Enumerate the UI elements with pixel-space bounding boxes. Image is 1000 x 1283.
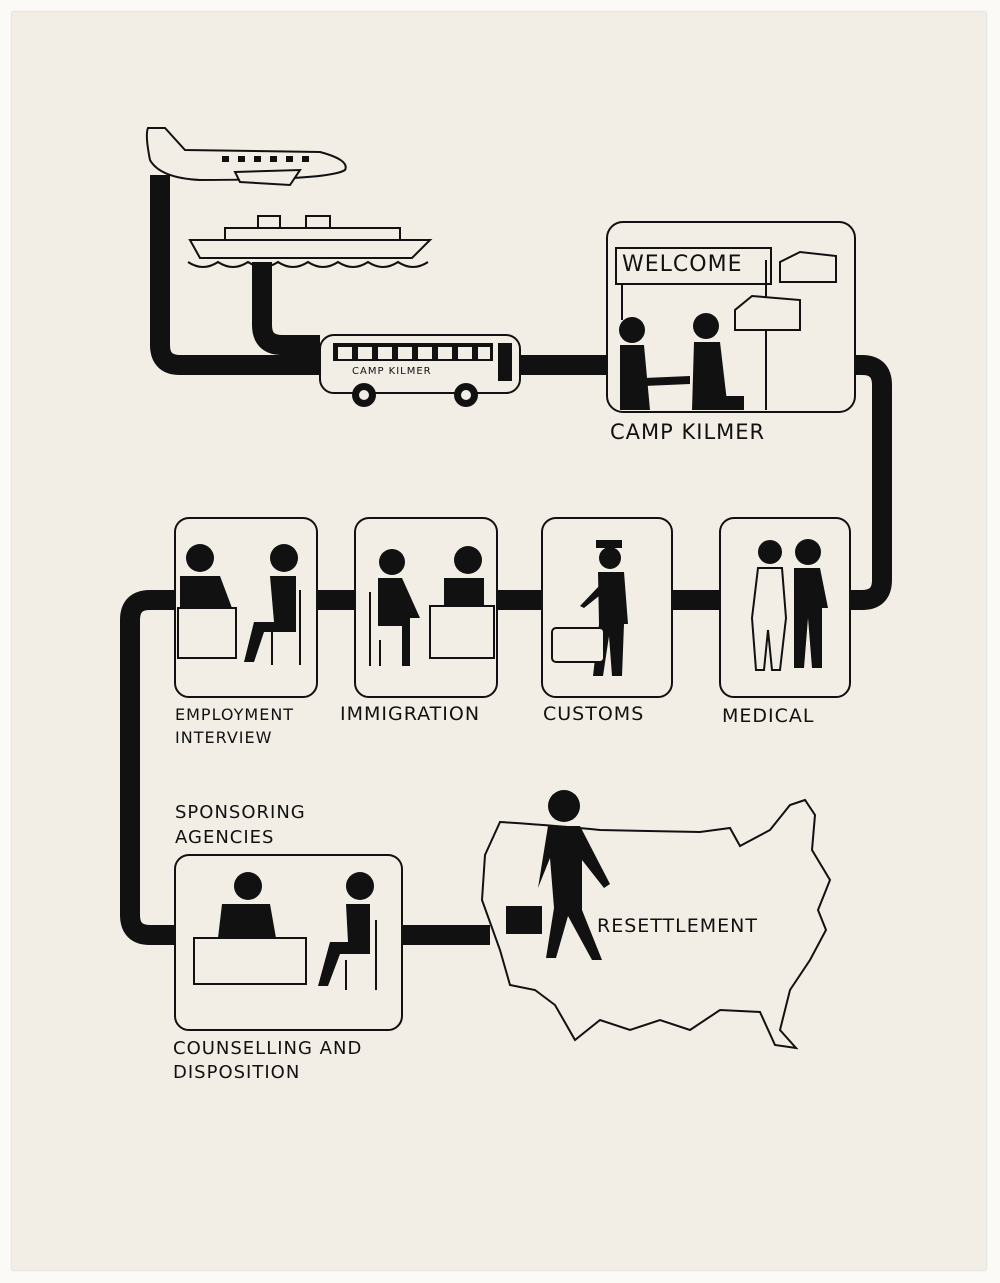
welcome-sign bbox=[615, 247, 772, 285]
label-immigration: IMMIGRATION bbox=[340, 703, 481, 725]
label-medical: MEDICAL bbox=[722, 705, 815, 727]
label-resettlement: RESETTLEMENT bbox=[597, 915, 758, 937]
caption-sponsoring-line1: SPONSORING bbox=[175, 802, 306, 823]
label-counselling-line2: DISPOSITION bbox=[173, 1062, 301, 1083]
walking-man-icon bbox=[506, 790, 610, 960]
usa-map bbox=[480, 790, 832, 1050]
label-customs: CUSTOMS bbox=[543, 703, 645, 725]
ship-icon bbox=[187, 215, 433, 268]
label-camp-kilmer: CAMP KILMER bbox=[610, 420, 766, 444]
step-box-employment-interview bbox=[174, 517, 318, 698]
step-box-camp-kilmer bbox=[606, 221, 856, 413]
label-counselling-line1: COUNSELLING AND bbox=[173, 1038, 363, 1059]
welcome-sign-text: WELCOME bbox=[622, 252, 743, 277]
bus-sign-text: CAMP KILMER bbox=[352, 366, 432, 377]
step-box-immigration bbox=[354, 517, 498, 698]
airplane-icon bbox=[145, 127, 347, 187]
label-employment-line1: EMPLOYMENT bbox=[175, 705, 295, 724]
flow-path bbox=[120, 175, 892, 945]
caption-sponsoring-line2: AGENCIES bbox=[175, 827, 275, 848]
step-box-counselling bbox=[174, 854, 403, 1031]
step-box-medical bbox=[719, 517, 851, 698]
label-employment-line2: INTERVIEW bbox=[175, 728, 273, 747]
step-box-customs bbox=[541, 517, 673, 698]
bus-icon bbox=[319, 334, 521, 407]
